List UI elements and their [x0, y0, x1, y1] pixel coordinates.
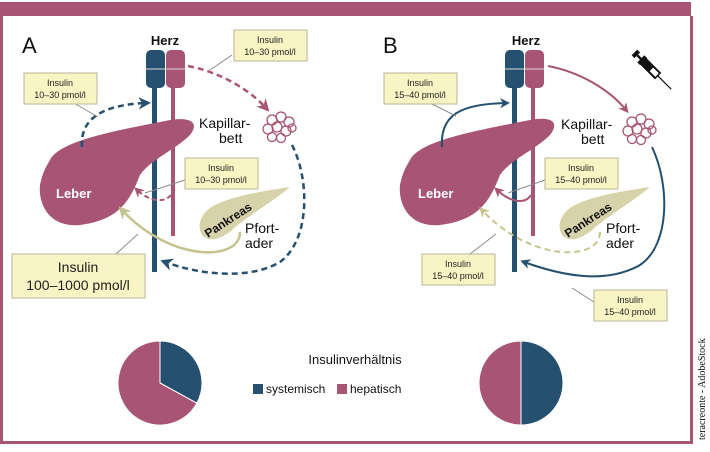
portal-label-2: ader: [245, 235, 273, 251]
pie-chart-b: [478, 340, 564, 426]
pie-slice-systemisch: [159, 340, 203, 404]
svg-text:Insulin: Insulin: [58, 259, 98, 275]
svg-text:100–1000 pmol/l: 100–1000 pmol/l: [26, 277, 130, 293]
pie-slice-hepatisch: [117, 340, 198, 426]
legend-swatch-systemic: [253, 384, 263, 394]
svg-text:15–40 pmol/l: 15–40 pmol/l: [432, 271, 484, 281]
capillary-to-heart-flow: [160, 144, 306, 275]
svg-text:Insulin: Insulin: [47, 78, 73, 88]
heart-to-capillary-flow: [187, 64, 270, 112]
label-hepatic-artery: Insulin 10–30 pmol/l: [144, 157, 259, 194]
svg-text:Insulin: Insulin: [445, 259, 471, 269]
label-portal-vein: Insulin 100–1000 pmol/l: [11, 233, 146, 299]
portal-label-1: Pfort-: [245, 220, 280, 236]
heart-label: Herz: [512, 33, 541, 48]
capillary-bed-icon: [262, 111, 297, 144]
legend: Insulinverhältnis systemisch hepatisch: [253, 352, 402, 396]
pie-slice-hepatisch: [478, 340, 522, 426]
legend-swatch-hepatic: [337, 384, 347, 394]
legend-title: Insulinverhältnis: [308, 352, 402, 367]
image-credit: teracreonte - AdobeStock: [697, 338, 708, 440]
liver-icon: [39, 119, 194, 226]
svg-text:Insulin: Insulin: [257, 35, 283, 45]
svg-text:10–30 pmol/l: 10–30 pmol/l: [244, 47, 296, 57]
frame-top-bar: [0, 2, 691, 16]
capillary-label-1: Kapillar-: [199, 115, 251, 131]
label-liver-to-heart: Insulin 10–30 pmol/l: [23, 72, 99, 118]
heart-icon: [146, 50, 185, 88]
panel-b: B Herz Leber Pankreas Kapillar- bett Pfo…: [383, 33, 672, 322]
label-hepatic-artery: Insulin 15–40 pmol/l: [507, 157, 619, 194]
svg-text:Insulin: Insulin: [568, 163, 594, 173]
svg-text:15–40 pmol/l: 15–40 pmol/l: [555, 175, 607, 185]
heart-to-capillary-flow: [547, 65, 629, 114]
svg-text:15–40 pmol/l: 15–40 pmol/l: [394, 90, 446, 100]
frame-left-border: [0, 16, 3, 444]
pancreas-icon: [559, 187, 650, 240]
svg-text:Insulin: Insulin: [617, 295, 643, 305]
capillary-bed-icon: [622, 113, 657, 146]
vena-cava: [152, 86, 157, 272]
legend-label-systemic: systemisch: [266, 382, 325, 396]
panel-letter: B: [383, 33, 398, 58]
label-portal-vein: Insulin 15–40 pmol/l: [421, 233, 497, 286]
capillary-label-2: bett: [219, 130, 242, 146]
label-capillary-to-heart: Insulin 15–40 pmol/l: [571, 287, 668, 322]
liver-to-heart-flow: [80, 97, 151, 148]
capillary-label-1: Kapillar-: [561, 116, 613, 132]
liver-icon: [399, 118, 555, 226]
heart-label: Herz: [151, 33, 180, 48]
liver-label: Leber: [56, 186, 91, 201]
svg-text:Insulin: Insulin: [407, 78, 433, 88]
panel-letter: A: [22, 33, 37, 58]
portal-label-2: ader: [606, 235, 634, 251]
frame-bottom-border: [0, 441, 693, 444]
syringe-icon: [631, 49, 672, 90]
heart-icon: [505, 50, 544, 88]
capillary-to-heart-flow: [520, 146, 666, 278]
portal-label-1: Pfort-: [606, 220, 641, 236]
pie-chart-a: [117, 340, 203, 426]
pancreas-icon: [199, 187, 290, 240]
svg-text:Insulin: Insulin: [208, 163, 234, 173]
pie-slice-systemisch: [520, 340, 564, 426]
portal-vein-flow: [479, 207, 601, 254]
vena-cava: [512, 86, 517, 272]
aorta: [531, 86, 535, 236]
hepatic-artery-flow: [494, 187, 532, 202]
frame-right-border: [690, 16, 693, 444]
legend-label-hepatic: hepatisch: [350, 382, 401, 396]
svg-text:10–30 pmol/l: 10–30 pmol/l: [195, 175, 247, 185]
liver-to-heart-flow: [440, 98, 510, 148]
liver-label: Leber: [418, 186, 453, 201]
svg-text:10–30 pmol/l: 10–30 pmol/l: [34, 90, 86, 100]
portal-vein-flow: [118, 206, 242, 254]
capillary-label-2: bett: [581, 131, 604, 147]
svg-text:15–40 pmol/l: 15–40 pmol/l: [604, 307, 656, 317]
panel-a: A Herz Leber Pankreas Kapillar- bett Pfo…: [11, 29, 308, 299]
label-liver-to-heart: Insulin 15–40 pmol/l: [383, 72, 458, 117]
hepatic-artery-flow: [134, 187, 172, 202]
label-heart-to-capillary: Insulin 10–30 pmol/l: [209, 29, 308, 71]
aorta: [171, 86, 175, 236]
